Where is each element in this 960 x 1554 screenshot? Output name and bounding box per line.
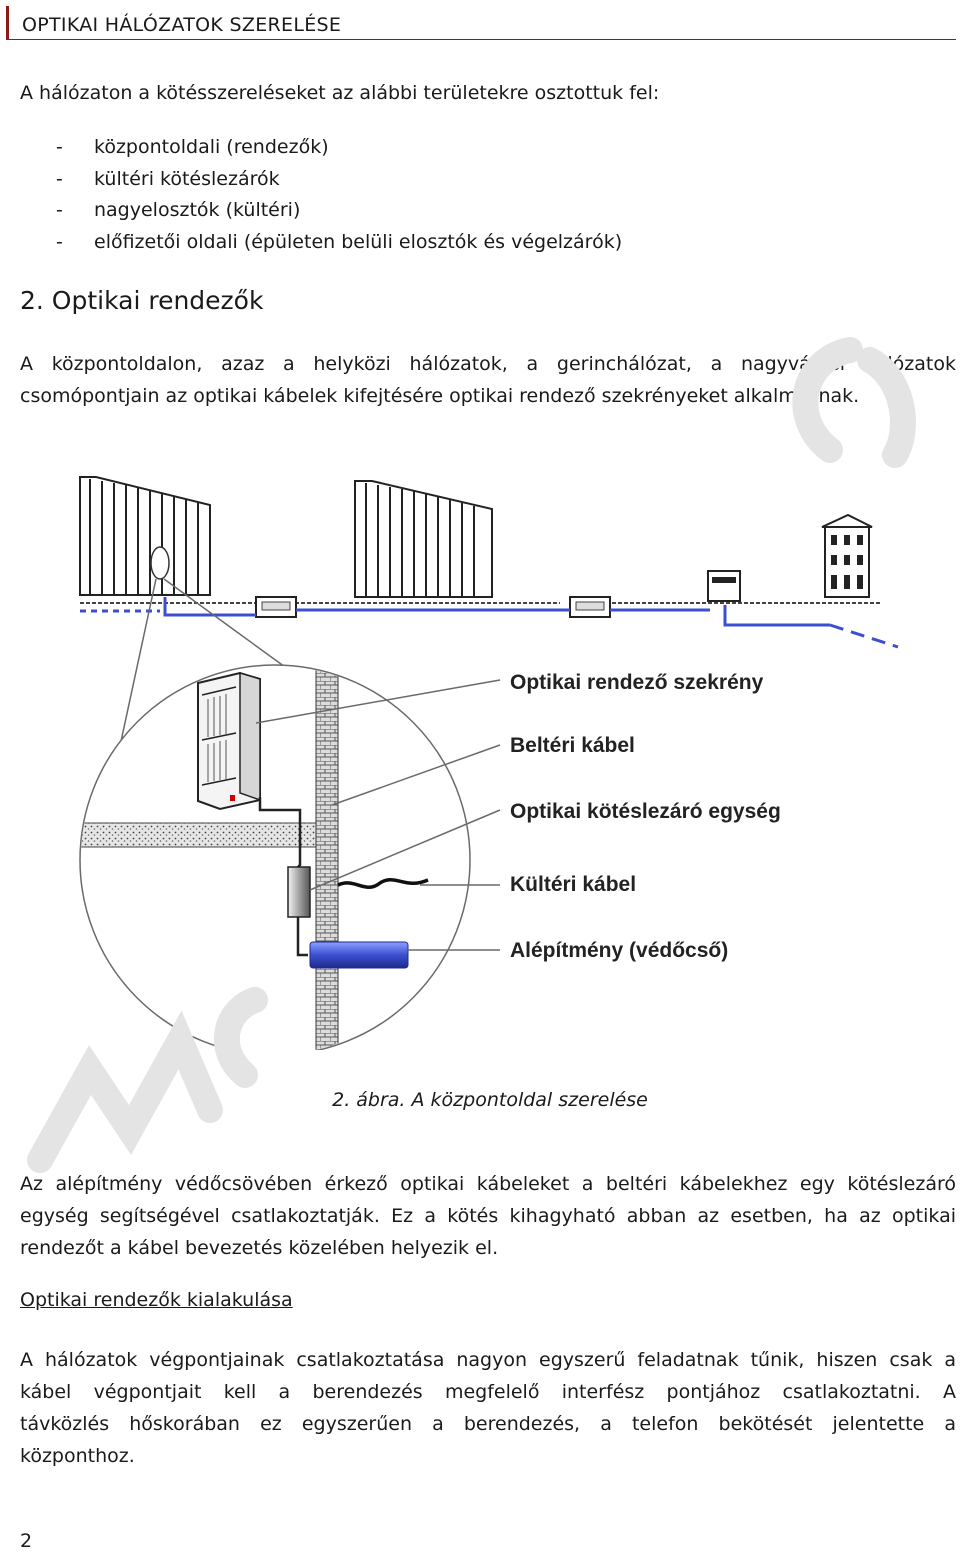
section-title: 2. Optikai rendezők bbox=[20, 286, 264, 315]
label-outdoor-cable: Kültéri kábel bbox=[510, 873, 636, 896]
paragraph-line: Az alépítmény védőcsövében érkező optika… bbox=[20, 1173, 956, 1195]
floor-slab bbox=[81, 822, 319, 848]
optical-distribution-cabinet bbox=[197, 671, 261, 811]
label-optical-cabinet: Optikai rendező szekrény bbox=[510, 671, 764, 694]
list-item: -kültéri kötéslezárók bbox=[56, 167, 280, 190]
list-item: -központoldali (rendezők) bbox=[56, 136, 329, 158]
paragraph-line: A központoldalon, azaz a helyközi hálóza… bbox=[20, 353, 956, 375]
building-icon bbox=[354, 480, 493, 598]
protective-conduit bbox=[309, 941, 409, 969]
paragraph-line: csomópontjain az optikai kábelek kifejté… bbox=[20, 385, 860, 407]
house-icon bbox=[821, 513, 873, 598]
paragraph-line: távközlés hőskorában ez egyszerűen a ber… bbox=[20, 1413, 956, 1435]
building-icon bbox=[79, 476, 211, 596]
brick-wall bbox=[315, 666, 339, 1054]
figure-illustration: Optikai rendező szekrény Beltéri kábel O… bbox=[79, 476, 899, 1056]
conduit-line bbox=[80, 597, 899, 649]
street-cabinet-icon bbox=[707, 570, 741, 602]
outdoor-cable bbox=[337, 877, 429, 889]
intro-text: A hálózaton a kötésszereléseket az alább… bbox=[20, 82, 660, 104]
paragraph-line: A hálózatok végpontjainak csatlakoztatás… bbox=[20, 1349, 956, 1371]
label-splice-closure: Optikai kötéslezáró egység bbox=[510, 800, 781, 823]
paragraph-line: egység segítségével csatlakoztatják. Ez … bbox=[20, 1205, 956, 1227]
detail-circle bbox=[79, 664, 471, 1056]
paragraph-line: központhoz. bbox=[20, 1445, 135, 1467]
list-item: -nagyelosztók (kültéri) bbox=[56, 199, 301, 221]
paragraph-line: kábel végpontjait kell a berendezés megf… bbox=[20, 1381, 956, 1403]
header-title: OPTIKAI HÁLÓZATOK SZERELÉSE bbox=[22, 14, 342, 36]
page-number: 2 bbox=[20, 1530, 33, 1552]
splice-closure bbox=[287, 866, 311, 918]
label-conduit: Alépítmény (védőcső) bbox=[510, 939, 728, 962]
area-list: -központoldali (rendezők) -kültéri kötés… bbox=[56, 132, 622, 258]
figure-caption: 2. ábra. A központoldal szerelése bbox=[332, 1089, 648, 1111]
subheading: Optikai rendezők kialakulása bbox=[20, 1289, 293, 1311]
paragraph-line: rendezőt a kábel bevezetés közelében hel… bbox=[20, 1237, 499, 1259]
page-header: OPTIKAI HÁLÓZATOK SZERELÉSE bbox=[6, 6, 956, 40]
label-indoor-cable: Beltéri kábel bbox=[510, 734, 635, 757]
list-item: -előfizetői oldali (épületen belüli elos… bbox=[56, 230, 623, 253]
network-figure: Optikai rendező szekrény Beltéri kábel O… bbox=[60, 465, 920, 1056]
